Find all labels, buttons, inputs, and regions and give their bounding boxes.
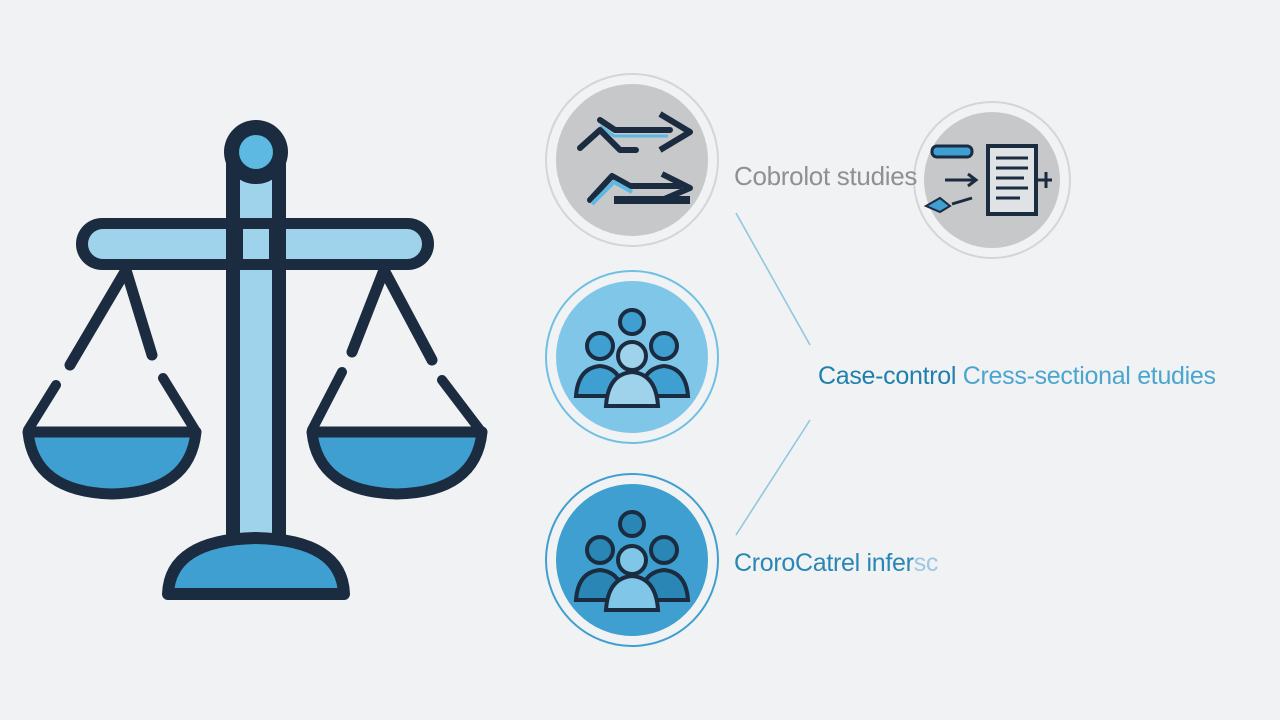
cross-sectional-label: CroroCatrel infersc <box>734 549 938 578</box>
case-control-label-part-1: Case-control <box>818 362 957 390</box>
balance-scale-icon <box>22 120 488 600</box>
people-group-icon <box>573 308 691 408</box>
connector-lines <box>735 212 811 536</box>
people-group-node-1 <box>545 270 719 444</box>
case-control-label: Case-control Cress-sectional etudies <box>818 362 1216 391</box>
people-group-icon <box>573 510 691 612</box>
document-flow-icon <box>923 144 1052 216</box>
arrows-flow-icon <box>577 111 693 206</box>
document-flow-node <box>913 101 1071 259</box>
case-control-label-part-2: Cress-sectional etudies <box>962 362 1216 390</box>
cross-sectional-label-part-2: sc <box>913 549 939 577</box>
cohort-studies-label: Cobrolot studies <box>734 161 918 191</box>
people-group-node-2 <box>545 473 719 647</box>
cross-sectional-label-part-1: CroroCatrel infer <box>734 549 914 577</box>
arrows-flow-node <box>545 73 719 247</box>
